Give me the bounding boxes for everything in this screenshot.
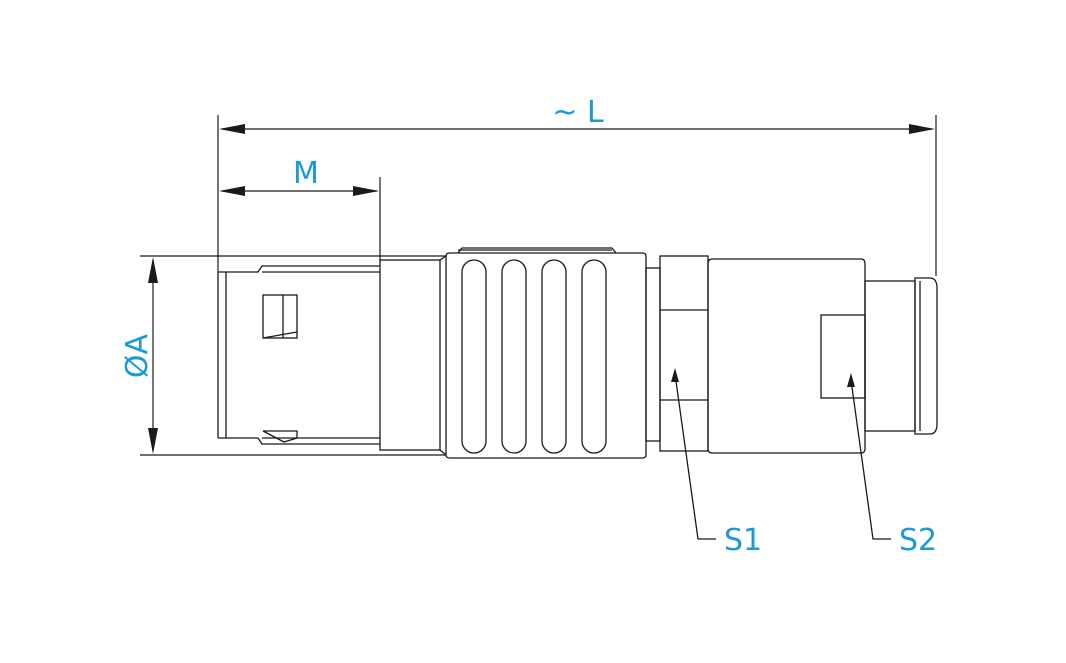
grip-flute-3 <box>541 259 567 454</box>
wrench-flat <box>820 314 866 399</box>
nut-s1 <box>645 255 709 452</box>
grip-sleeve <box>445 247 647 459</box>
diameter-dimension: ØA <box>120 255 446 456</box>
grip-flute-2 <box>501 259 527 454</box>
grip-flute-1 <box>461 259 487 454</box>
rear-clamp <box>864 277 938 435</box>
m-dimension: M <box>219 156 381 262</box>
back-body-s2 <box>707 258 866 454</box>
lower-latch <box>262 430 298 443</box>
s2-label: S2 <box>899 523 937 558</box>
collar <box>379 259 441 451</box>
s2-leader: S2 <box>847 373 937 558</box>
diameter-label: ØA <box>120 333 155 378</box>
arrowhead-m-right <box>353 186 379 196</box>
arrowhead-top <box>148 257 158 283</box>
front-insert <box>217 265 380 445</box>
grip-flute-4 <box>581 259 607 454</box>
length-dimension: ~ L <box>217 95 937 276</box>
connector-body <box>217 247 938 459</box>
arrowhead-left <box>219 124 245 134</box>
length-label: ~ L <box>552 95 604 130</box>
m-label: M <box>293 156 319 191</box>
arrowhead-bottom <box>148 428 158 454</box>
arrowhead-right <box>909 124 935 134</box>
latch-window <box>262 294 298 339</box>
arrowhead-m-left <box>219 186 245 196</box>
s1-leader: S1 <box>671 368 762 558</box>
s1-label: S1 <box>724 523 762 558</box>
